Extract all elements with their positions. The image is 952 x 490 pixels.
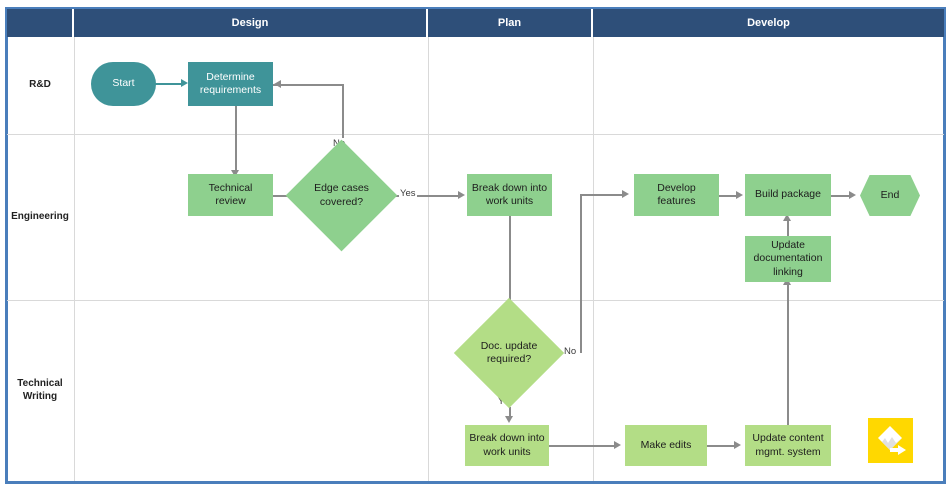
connector-docupdate-no-to-develop	[580, 194, 625, 196]
header-phase-develop-label: Develop	[747, 17, 790, 29]
connector-edgecases-yes	[381, 195, 461, 197]
connector-docupdate-no-up	[580, 194, 582, 353]
node-determine-requirements-label: Determine requirements	[199, 70, 262, 96]
arrowhead-makeedits-to-updatecms	[734, 441, 741, 449]
connector-makeedits-to-updatecms	[706, 445, 736, 447]
header-phase-design-label: Design	[231, 17, 269, 29]
header-corner-cell	[7, 9, 74, 37]
header-phase-design: Design	[74, 9, 428, 37]
connector-developfeatures-to-buildpackage	[719, 195, 738, 197]
header-phase-develop: Develop	[593, 9, 944, 37]
node-update-documentation-linking[interactable]: Update documentation linking	[745, 236, 831, 282]
node-break-down-work-units-plan-label: Break down into work units	[471, 181, 548, 207]
arrowhead-docupdate-yes	[505, 416, 513, 423]
node-develop-features-label: Develop features	[657, 181, 696, 207]
connector-buildpackage-to-end	[831, 195, 851, 197]
node-edge-cases-covered[interactable]: Edge cases covered?	[285, 139, 398, 252]
node-doc-update-label: Doc. update required?	[480, 339, 538, 365]
node-build-package-label: Build package	[755, 188, 821, 201]
node-end-label: End	[880, 188, 900, 201]
connector-updatedoc-to-buildpackage	[787, 219, 789, 236]
node-break-down-work-units-tw-label: Break down into work units	[469, 432, 545, 458]
node-make-edits[interactable]: Make edits	[625, 425, 707, 466]
arrowhead-edgecases-no-to-determine	[274, 80, 281, 88]
arrowhead-buildpackage-to-end	[849, 191, 856, 199]
lane-label-rd: R&D	[8, 37, 72, 134]
arrowhead-determine-to-technical-review	[231, 170, 239, 177]
node-doc-update-required[interactable]: Doc. update required?	[453, 297, 565, 409]
node-edge-cases-label: Edge cases covered?	[314, 182, 369, 208]
connector-edgecases-no-corner	[342, 84, 344, 132]
node-develop-features[interactable]: Develop features	[634, 174, 719, 216]
connector-determine-to-technical-review	[235, 105, 237, 172]
arrowhead-breakdowntw-to-makeedits	[614, 441, 621, 449]
arrowhead-updatedoc-to-buildpackage	[783, 214, 791, 221]
node-break-down-work-units-plan[interactable]: Break down into work units	[467, 174, 552, 216]
arrowhead-start-to-determine	[181, 79, 188, 87]
arrowhead-edgecases-yes	[458, 191, 465, 199]
grid-hline-engineering-techwriting	[7, 300, 944, 301]
connector-start-to-determine	[155, 83, 182, 85]
node-break-down-work-units-tw[interactable]: Break down into work units	[465, 425, 549, 466]
connector-breakdowntw-to-makeedits	[548, 445, 616, 447]
node-end[interactable]: End	[860, 175, 920, 216]
lane-label-rd-text: R&D	[29, 79, 51, 91]
lucid-logo-icon	[868, 418, 913, 463]
connector-updatecms-to-updatedoc	[787, 283, 789, 425]
node-start-label: Start	[112, 77, 135, 90]
lane-label-technical-writing: Technical Writing	[8, 300, 72, 481]
node-start[interactable]: Start	[91, 62, 156, 106]
connector-technical-review-to-edgecases	[272, 195, 294, 197]
lane-label-engineering: Engineering	[8, 134, 72, 300]
lane-label-engineering-text: Engineering	[11, 210, 69, 222]
connector-breakdown-to-docupdate	[509, 216, 511, 313]
node-update-content-mgmt-system-label: Update content mgmt. system	[752, 432, 824, 458]
grid-vline-plan-develop	[593, 37, 594, 481]
grid-vline-design-plan	[428, 37, 429, 481]
edge-label-edgecases-yes: Yes	[399, 188, 417, 199]
node-technical-review-label: Technical review	[208, 181, 253, 207]
grid-hline-rd-engineering	[7, 134, 944, 135]
header-phase-plan-label: Plan	[497, 17, 522, 29]
grid-vline-lane-column	[74, 37, 75, 481]
node-make-edits-label: Make edits	[640, 438, 692, 451]
node-determine-requirements[interactable]: Determine requirements	[188, 62, 273, 106]
node-build-package[interactable]: Build package	[745, 174, 831, 216]
arrowhead-developfeatures-to-buildpackage	[736, 191, 743, 199]
header-phase-plan: Plan	[428, 9, 593, 37]
arrowhead-docupdate-no-to-develop	[622, 190, 629, 198]
node-update-documentation-linking-label: Update documentation linking	[753, 239, 823, 278]
node-technical-review[interactable]: Technical review	[188, 174, 273, 216]
lane-label-technical-writing-text: Technical Writing	[17, 378, 63, 402]
connector-edgecases-no-left	[272, 84, 343, 86]
node-update-content-mgmt-system[interactable]: Update content mgmt. system	[745, 425, 831, 466]
edge-label-docupdate-no: No	[563, 346, 578, 357]
